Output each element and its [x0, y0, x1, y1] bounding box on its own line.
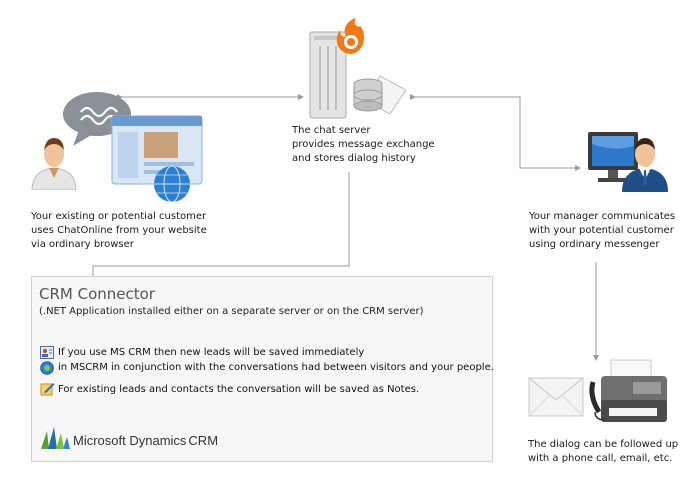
followup-caption: The dialog can be followed up with a pho…	[528, 438, 678, 466]
ms-crm-text: CRM	[188, 433, 219, 448]
manager-node	[584, 128, 674, 194]
crm-connector-box	[31, 276, 493, 462]
server-manager-arrow	[410, 94, 581, 171]
crm-note-new-leads: If you use MS CRM then new leads will be…	[58, 347, 365, 358]
customer-caption-line: uses ChatOnline from your website	[31, 225, 207, 236]
server-caption-line: and stores dialog history	[292, 153, 416, 164]
customer-caption: Your existing or potential customer uses…	[31, 210, 207, 252]
monitor-icon	[588, 132, 638, 182]
manager-caption-line: with your potential customer	[529, 225, 674, 236]
crm-info-icon	[40, 361, 54, 375]
server-caption-line: The chat server	[292, 125, 371, 136]
server-icon	[309, 31, 347, 119]
fax-phone-icon	[589, 359, 667, 422]
customer-caption-line: Your existing or potential customer	[31, 211, 207, 222]
globe-icon	[154, 165, 190, 203]
person-icon	[31, 138, 77, 190]
ms-dynamics-text: Microsoft Dynamics	[73, 433, 187, 448]
server-node	[306, 16, 416, 120]
envelope-icon	[528, 377, 584, 417]
crm-lead-icon	[40, 346, 54, 359]
followup-caption-line: The dialog can be followed up	[528, 439, 679, 450]
crm-note-existing-leads: For existing leads and contacts the conv…	[58, 384, 420, 395]
crm-note-conversations: in MSCRM in conjunction with the convers…	[58, 362, 494, 373]
manager-caption: Your manager communicates with your pote…	[529, 210, 675, 252]
customer-node	[28, 88, 208, 203]
notes-icon	[40, 383, 55, 396]
person-icon	[622, 138, 668, 192]
crm-subtitle: (.NET Application installed either on a …	[39, 306, 424, 317]
server-caption-line: provides message exchange	[292, 139, 435, 150]
manager-caption-line: using ordinary messenger	[529, 239, 660, 250]
database-icon	[353, 75, 407, 115]
followup-node	[527, 356, 677, 426]
server-crm-arrow	[90, 172, 350, 284]
followup-caption-line: with a phone call, email, etc.	[528, 453, 673, 464]
customer-caption-line: via ordinary browser	[31, 239, 134, 250]
manager-caption-line: Your manager communicates	[529, 211, 676, 222]
flame-icon	[336, 18, 365, 54]
crm-title: CRM Connector	[39, 285, 155, 303]
microsoft-dynamics-logo	[41, 427, 70, 449]
server-caption: The chat server provides message exchang…	[292, 124, 435, 166]
